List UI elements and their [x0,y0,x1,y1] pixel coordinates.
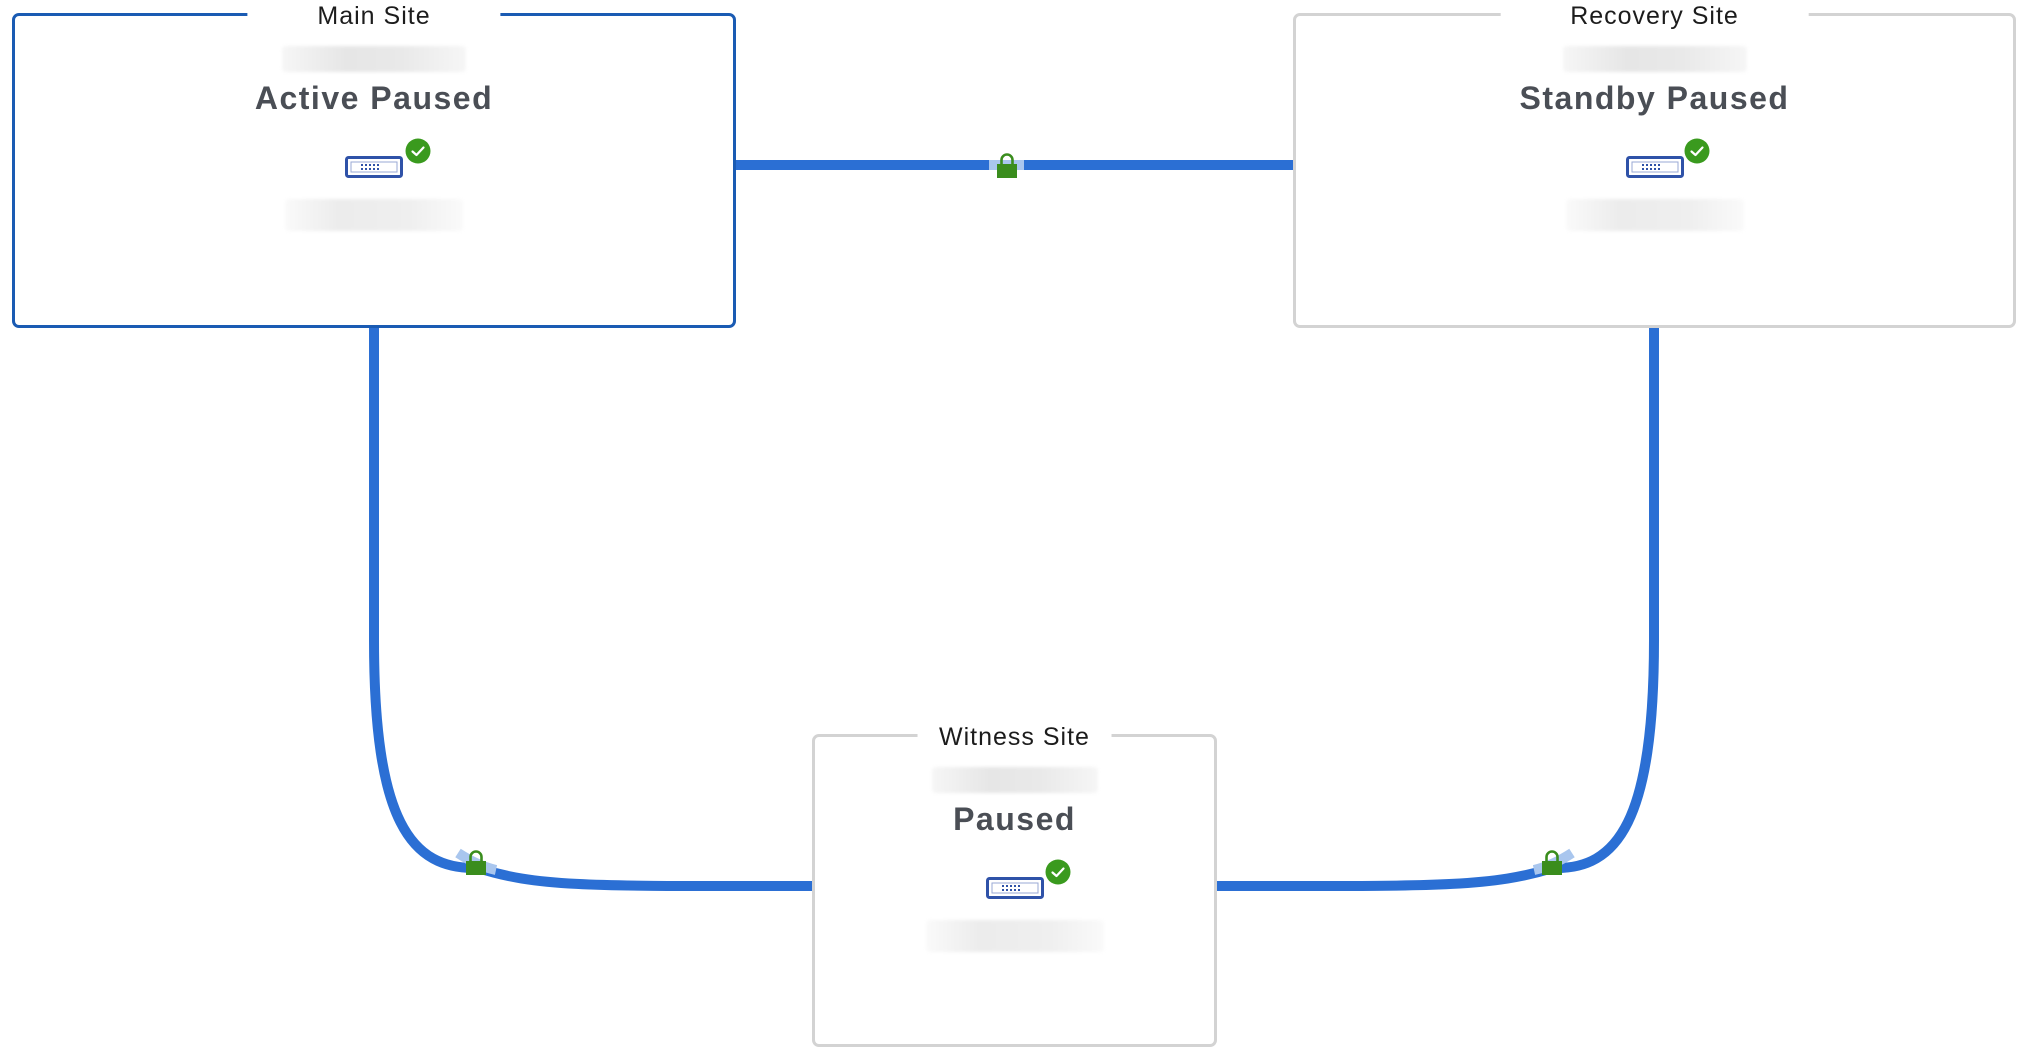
recovery-site-name-redacted [1562,46,1747,72]
main-site-status: Active Paused [254,80,494,116]
check-circle-icon [1045,859,1071,885]
link-recovery-witness[interactable] [1212,326,1659,892]
link-main-witness[interactable] [369,325,819,892]
witness-site-name-redacted [931,767,1098,793]
check-circle-icon [1684,138,1710,164]
storage-appliance-icon [345,156,403,178]
witness-site-title: Witness Site [917,721,1112,753]
storage-appliance-icon [986,877,1044,899]
lock-icon[interactable] [465,849,487,875]
recovery-site-status: Standby Paused [1519,80,1790,116]
check-circle-icon [405,138,431,164]
recovery-site-title: Recovery Site [1500,0,1809,32]
recovery-site-detail-redacted [1565,199,1744,231]
witness-site-detail-redacted [925,920,1104,952]
main-site-detail-redacted [285,199,463,231]
storage-appliance-icon [1626,156,1684,178]
main-site-name-redacted [282,46,466,72]
lock-icon[interactable] [996,152,1018,178]
recovery-site-card[interactable]: Recovery Site Standby Paused [1293,0,2016,328]
witness-site-status: Paused [953,801,1076,837]
witness-site-card[interactable]: Witness Site Paused [812,721,1217,1047]
main-site-title: Main Site [247,0,501,32]
main-site-card[interactable]: Main Site Active Paused [12,0,736,328]
lock-icon[interactable] [1541,849,1563,875]
